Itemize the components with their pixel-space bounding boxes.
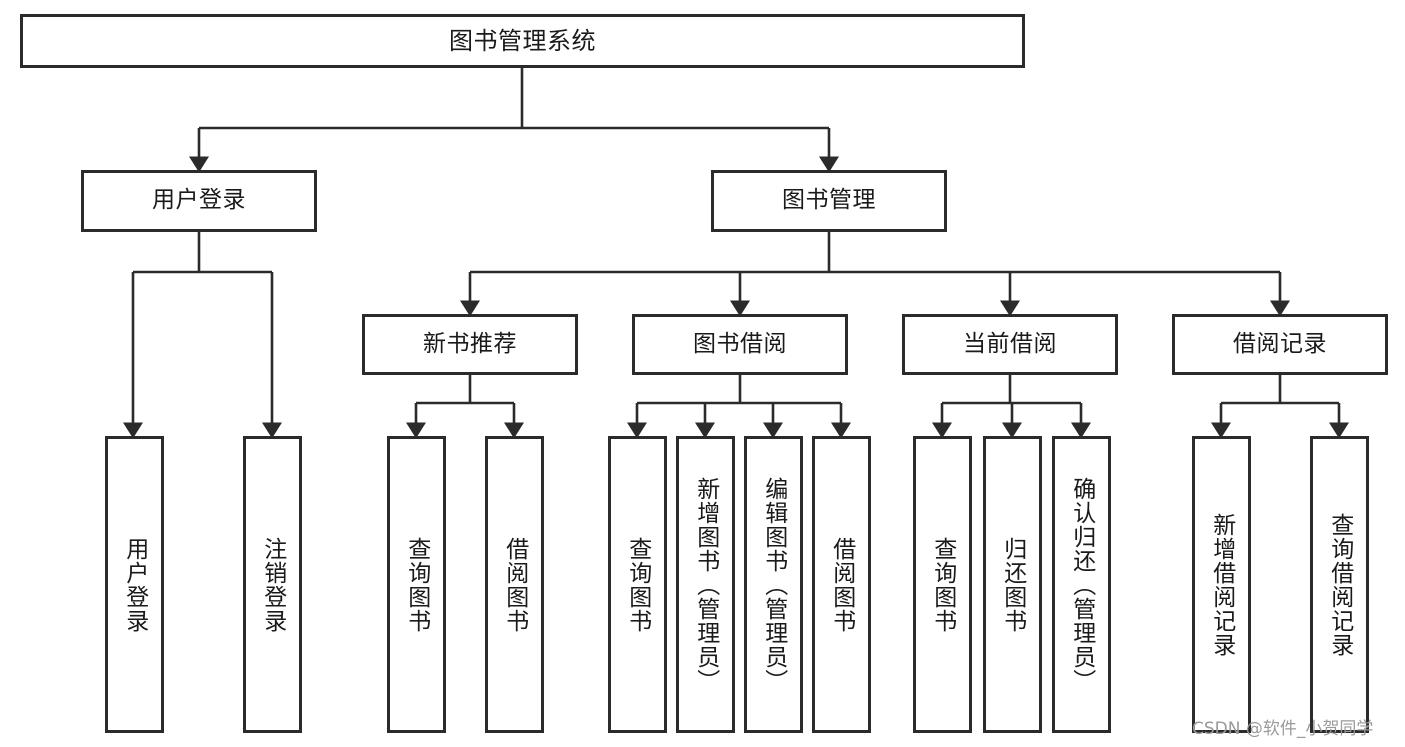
node-label: 借阅图书 — [501, 536, 528, 633]
node-label: 用户登录 — [121, 536, 148, 633]
node-leaf-query-book-2[interactable]: 查询图书 — [608, 436, 667, 733]
node-leaf-borrow-book-1[interactable]: 借阅图书 — [485, 436, 544, 733]
node-leaf-user-login[interactable]: 用户登录 — [105, 436, 164, 733]
node-label: 编辑图书（管理员） — [760, 476, 787, 693]
node-new-book-rec[interactable]: 新书推荐 — [362, 314, 578, 375]
node-leaf-query-book-1[interactable]: 查询图书 — [387, 436, 446, 733]
node-label: 查询借阅记录 — [1326, 512, 1353, 657]
node-user-login[interactable]: 用户登录 — [81, 170, 317, 232]
node-leaf-query-record[interactable]: 查询借阅记录 — [1310, 436, 1369, 733]
node-label: 新增图书（管理员） — [692, 476, 719, 693]
node-current-borrow[interactable]: 当前借阅 — [902, 314, 1118, 375]
node-leaf-query-book-3[interactable]: 查询图书 — [913, 436, 972, 733]
node-label: 当前借阅 — [963, 330, 1057, 357]
node-leaf-add-record[interactable]: 新增借阅记录 — [1192, 436, 1251, 733]
node-label: 借阅图书 — [828, 536, 855, 633]
node-label: 图书借阅 — [693, 330, 787, 357]
node-leaf-return-book[interactable]: 归还图书 — [983, 436, 1042, 733]
node-leaf-add-book[interactable]: 新增图书（管理员） — [676, 436, 735, 733]
node-leaf-user-logout[interactable]: 注销登录 — [243, 436, 302, 733]
node-leaf-borrow-book-2[interactable]: 借阅图书 — [812, 436, 871, 733]
node-label: 新增借阅记录 — [1208, 512, 1235, 657]
node-book-borrow[interactable]: 图书借阅 — [632, 314, 848, 375]
node-label: 用户登录 — [152, 187, 246, 214]
node-label: 查询图书 — [624, 536, 651, 633]
node-label: 确认归还（管理员） — [1068, 476, 1095, 693]
node-label: 查询图书 — [929, 536, 956, 633]
node-borrow-record[interactable]: 借阅记录 — [1172, 314, 1388, 375]
node-root-system[interactable]: 图书管理系统 — [20, 14, 1025, 68]
node-label: 注销登录 — [259, 536, 286, 633]
node-label: 借阅记录 — [1233, 330, 1327, 357]
node-label: 图书管理系统 — [449, 26, 596, 55]
node-label: 新书推荐 — [423, 330, 517, 357]
node-leaf-confirm-return[interactable]: 确认归还（管理员） — [1052, 436, 1111, 733]
node-label: 图书管理 — [782, 187, 876, 214]
watermark-text: CSDN @软件_小贺同学 — [1192, 719, 1374, 739]
node-label: 查询图书 — [403, 536, 430, 633]
node-leaf-edit-book[interactable]: 编辑图书（管理员） — [744, 436, 803, 733]
node-book-manage[interactable]: 图书管理 — [711, 170, 947, 232]
node-label: 归还图书 — [999, 536, 1026, 633]
